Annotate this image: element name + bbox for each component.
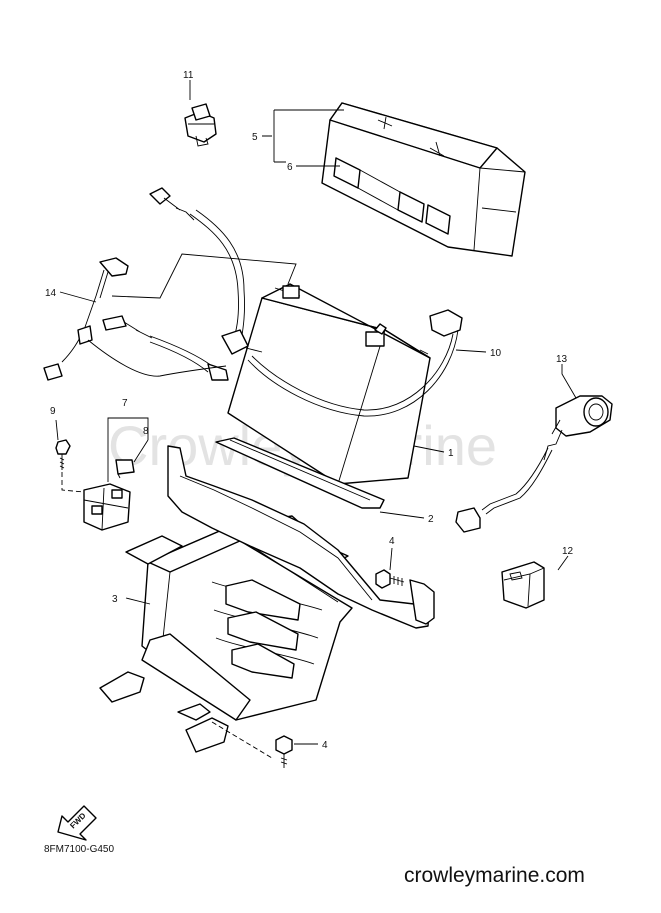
bolt-4-upper: [375, 569, 405, 589]
callout-7: 7: [122, 398, 128, 409]
bolt-4-lower: [275, 735, 293, 768]
callout-2: 2: [428, 514, 434, 525]
battery-cover: [321, 102, 526, 257]
callout-11: 11: [183, 70, 194, 81]
callout-3: 3: [112, 594, 118, 605]
callout-4-upper: 4: [389, 536, 395, 547]
battery-band: [247, 309, 463, 417]
callout-labels: 11 5 6 14 10 13 7 8 9 1 2 4 12 3 4: [45, 70, 574, 751]
callout-6: 6: [287, 162, 293, 173]
fuse-holder: [55, 439, 135, 531]
clip-part: [184, 103, 217, 147]
callout-13: 13: [556, 354, 568, 365]
battery: [227, 283, 431, 485]
callout-1: 1: [448, 448, 454, 459]
cap-part: [501, 561, 545, 609]
callout-9: 9: [50, 406, 56, 417]
battery-cables: [43, 187, 297, 381]
drawing-code: 8FM7100-G450: [44, 844, 114, 855]
callout-10: 10: [490, 348, 502, 359]
callout-8: 8: [143, 426, 149, 437]
fwd-arrow-icon: FWD: [57, 805, 97, 841]
site-name: crowleymarine.com: [404, 864, 585, 887]
callout-4-lower: 4: [322, 740, 328, 751]
socket-part: [455, 395, 613, 533]
battery-mat: [215, 437, 385, 509]
callout-12: 12: [562, 546, 574, 557]
leader-lines: [55, 80, 577, 745]
battery-bracket: [167, 445, 435, 629]
callout-5: 5: [252, 132, 258, 143]
callout-14: 14: [45, 288, 57, 299]
